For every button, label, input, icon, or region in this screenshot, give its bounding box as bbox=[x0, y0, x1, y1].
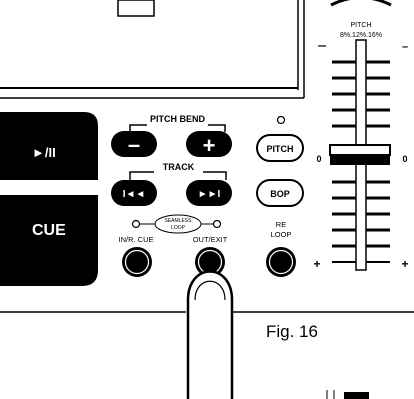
out-exit-label: OUT/EXIT bbox=[193, 235, 228, 244]
track-prev-label: I◄◄ bbox=[123, 189, 146, 200]
slider-plus-right: + bbox=[401, 257, 408, 271]
in-cue-button[interactable]: IN/R. CUE bbox=[118, 235, 154, 277]
reloop-button[interactable]: RE LOOP bbox=[266, 220, 296, 277]
seamless-label-line2: LOOP bbox=[171, 225, 186, 231]
figure-caption: Fig. 16 bbox=[266, 322, 318, 341]
display-window bbox=[0, 0, 305, 99]
pitch-bend-group: PITCH BEND bbox=[129, 114, 226, 132]
slider-minus-right: – bbox=[402, 41, 408, 53]
pitch-button-label: PITCH bbox=[267, 144, 294, 154]
seamless-label-line1: SEAMLESS bbox=[165, 218, 193, 224]
pitch-button[interactable]: PITCH bbox=[256, 134, 304, 162]
bop-button-label: BOP bbox=[270, 189, 290, 199]
pitch-bend-plus-button[interactable]: + bbox=[186, 131, 232, 158]
pitch-slider-title: PITCH bbox=[351, 22, 372, 29]
pitch-bend-minus-button[interactable]: – bbox=[111, 131, 157, 157]
track-next-label: ►►I bbox=[198, 189, 221, 200]
slider-cap-top bbox=[329, 144, 391, 156]
pitch-bend-plus-label: + bbox=[203, 133, 216, 158]
in-cue-led bbox=[131, 219, 141, 229]
pitch-slider[interactable]: PITCH 8%.12%.16% – 0 0 + + bbox=[313, 0, 409, 271]
in-cue-label: IN/R. CUE bbox=[118, 235, 153, 244]
reloop-label-line1: RE bbox=[276, 220, 286, 229]
slider-cap-bottom bbox=[330, 155, 390, 165]
bottom-right-fragment bbox=[326, 390, 369, 399]
slider-zero-left: 0 bbox=[316, 154, 321, 164]
track-group: TRACK bbox=[129, 162, 227, 180]
seamless-loop-indicator: SEAMLESS LOOP bbox=[131, 214, 222, 234]
play-pause-button[interactable]: ►/II bbox=[0, 112, 98, 180]
track-next-button[interactable]: ►►I bbox=[186, 180, 232, 206]
pressing-finger bbox=[186, 270, 234, 399]
out-exit-led bbox=[212, 219, 222, 229]
pitch-slider-ranges: 8%.12%.16% bbox=[340, 32, 382, 39]
cue-label: CUE bbox=[32, 222, 66, 239]
pitch-led bbox=[276, 115, 286, 125]
slider-zero-right: 0 bbox=[402, 154, 407, 164]
bop-button[interactable]: BOP bbox=[256, 179, 304, 207]
track-prev-button[interactable]: I◄◄ bbox=[111, 180, 157, 206]
slider-plus-left: + bbox=[313, 257, 320, 271]
track-label: TRACK bbox=[163, 162, 195, 172]
reloop-label-line2: LOOP bbox=[271, 230, 292, 239]
pitch-bend-label: PITCH BEND bbox=[150, 114, 206, 124]
play-pause-label: ►/II bbox=[32, 145, 56, 160]
cue-button[interactable]: CUE bbox=[0, 195, 98, 286]
pitch-bend-minus-label: – bbox=[128, 132, 140, 157]
